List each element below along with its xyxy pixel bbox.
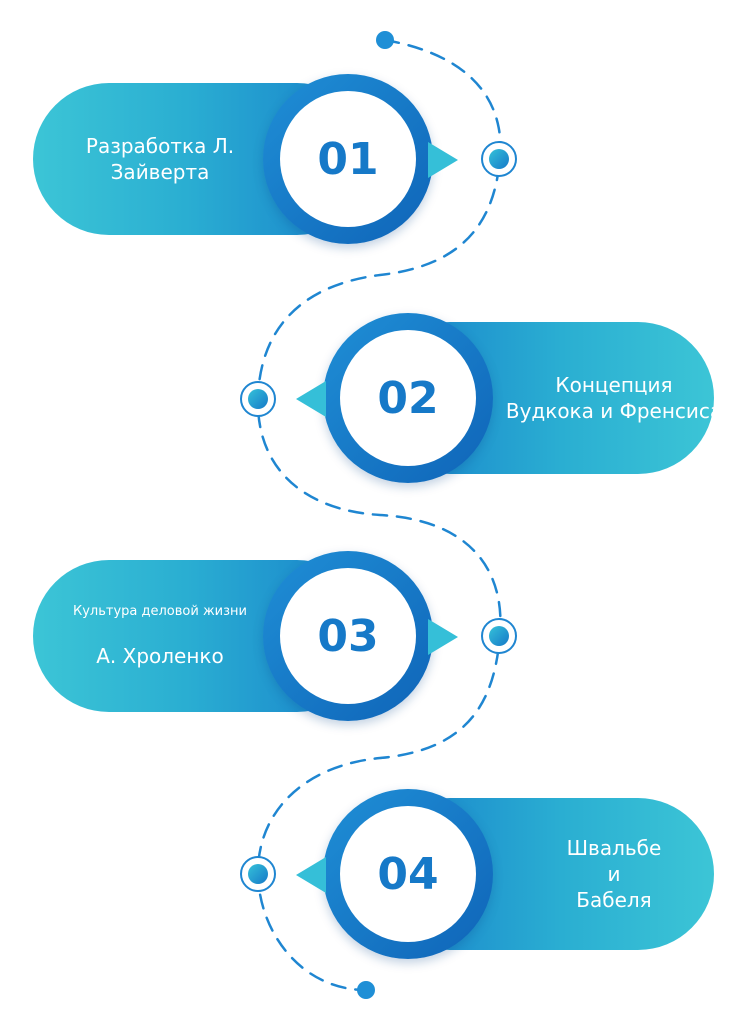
step-4-line-2: и bbox=[607, 862, 621, 886]
step-4-badge: 04 bbox=[323, 789, 493, 959]
step-1-badge: 01 bbox=[263, 74, 433, 244]
step-2-target-icon bbox=[240, 381, 276, 417]
step-1-pointer-icon bbox=[428, 142, 458, 178]
step-2-pointer-icon bbox=[296, 381, 326, 417]
start-dot-icon bbox=[376, 31, 394, 49]
step-2-number: 02 bbox=[377, 372, 439, 424]
step-4-text: Швальбе и Бабеля bbox=[514, 798, 714, 950]
step-4-line-3: Бабеля bbox=[576, 888, 652, 912]
step-4-pointer-icon bbox=[296, 857, 326, 893]
step-1-line-1: Разработка Л. bbox=[85, 134, 235, 158]
step-3-number: 03 bbox=[317, 610, 379, 662]
step-1-number: 01 bbox=[317, 133, 379, 185]
step-1-line-2: Зайверта bbox=[110, 160, 210, 184]
step-2-line-2: Вудкока и Френсиса bbox=[505, 399, 723, 423]
step-3-small-line: Культура деловой жизни bbox=[73, 604, 247, 619]
end-dot-icon bbox=[357, 981, 375, 999]
step-2-badge: 02 bbox=[323, 313, 493, 483]
step-1-target-icon bbox=[481, 141, 517, 177]
step-1-text: Разработка Л. Зайверта bbox=[55, 83, 265, 235]
step-4-line-1: Швальбе bbox=[566, 836, 662, 860]
step-3-text: Культура деловой жизни А. Хроленко bbox=[55, 560, 265, 712]
step-3-line-1: А. Хроленко bbox=[96, 644, 224, 668]
step-2-line-1: Концепция bbox=[555, 373, 673, 397]
step-4-number: 04 bbox=[377, 848, 439, 900]
step-3-pointer-icon bbox=[428, 619, 458, 655]
step-3-target-icon bbox=[481, 618, 517, 654]
step-2-text: Концепция Вудкока и Френсиса bbox=[506, 322, 722, 474]
step-4-target-icon bbox=[240, 856, 276, 892]
step-3-badge: 03 bbox=[263, 551, 433, 721]
